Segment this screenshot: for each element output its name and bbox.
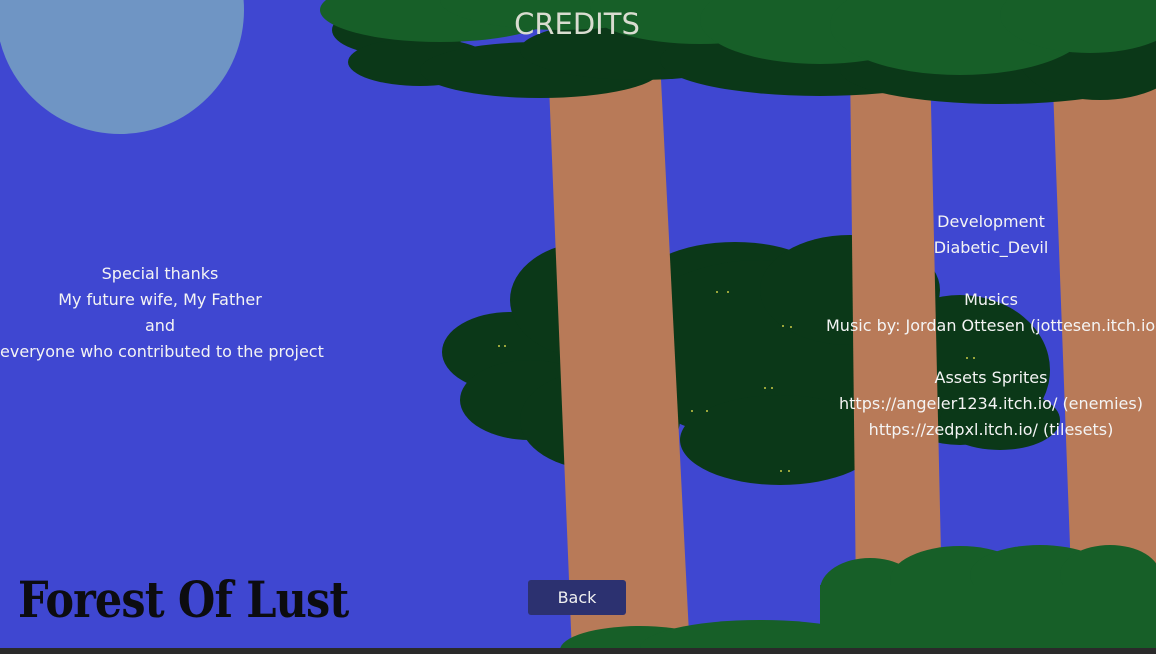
special-thanks-line-2: and: [144, 316, 176, 335]
developer-name: Diabetic_Devil: [933, 238, 1049, 257]
special-thanks-heading: Special thanks: [101, 264, 219, 283]
bottom-bushes: [560, 545, 1156, 654]
fireflies: [498, 291, 975, 472]
musics-heading: Musics: [964, 290, 1018, 309]
assets-tilesets-credit: https://zedpxl.itch.io/ (tilesets): [868, 420, 1114, 439]
development-heading: Development: [937, 212, 1045, 231]
special-thanks-line-1: My future wife, My Father: [58, 290, 262, 309]
tree-trunks: [548, 60, 1156, 654]
special-thanks-line-3: everyone who contributed to the project: [0, 342, 324, 361]
assets-enemies-credit: https://angeler1234.itch.io/ (enemies): [839, 394, 1143, 413]
music-credit: Music by: Jordan Ottesen (jottesen.itch.…: [826, 316, 1156, 335]
bottom-edge: [0, 648, 1156, 654]
assets-heading: Assets Sprites: [934, 368, 1048, 387]
game-logo: Forest Of Lust: [18, 570, 349, 629]
canopy-light: [320, 0, 1156, 75]
moon: [0, 0, 244, 134]
credits-title: CREDITS: [514, 7, 640, 41]
back-button[interactable]: Back: [528, 580, 626, 615]
